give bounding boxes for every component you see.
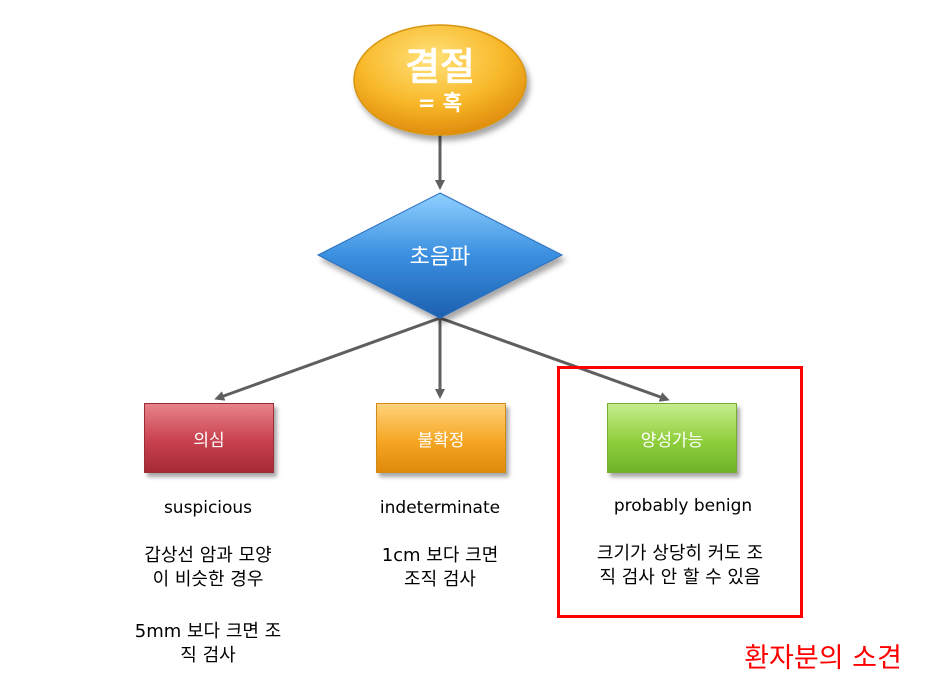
outcome-label-indeterminate: 불확정: [417, 430, 465, 451]
english-benign: probably benign: [613, 496, 753, 516]
note-suspicious-2: 5mm 보다 크면 조 직 검사: [134, 621, 282, 666]
note-benign-1: 크기가 상당히 커도 조 직 검사 안 할 수 있음: [596, 543, 764, 588]
outcome-box-indeterminate: 불확정: [376, 403, 506, 473]
note-suspicious-1: 갑상선 암과 모양 이 비슷한 경우: [144, 545, 272, 590]
decision-node-label: 초음파: [409, 245, 471, 270]
highlight-box: [557, 366, 803, 618]
start-node: [353, 24, 527, 136]
arrow-decision-to-benign: [439, 316, 670, 402]
outcome-label-benign: 양성가능: [640, 430, 704, 451]
english-indeterminate: indeterminate: [379, 498, 501, 518]
annotation-label: 환자분의 소견: [744, 643, 902, 674]
note-indeterminate-1: 1cm 보다 크면 조직 검사: [381, 545, 499, 590]
english-suspicious: suspicious: [163, 498, 253, 518]
outcome-label-suspicious: 의심: [193, 430, 225, 451]
decision-node: [316, 192, 564, 319]
outcome-box-benign: 양성가능: [607, 403, 737, 473]
start-node-title: 결절: [405, 44, 475, 89]
outcome-box-suspicious: 의심: [144, 403, 274, 473]
arrow-decision-to-suspicious: [214, 316, 441, 401]
start-node-subtitle: = 혹: [417, 91, 463, 115]
